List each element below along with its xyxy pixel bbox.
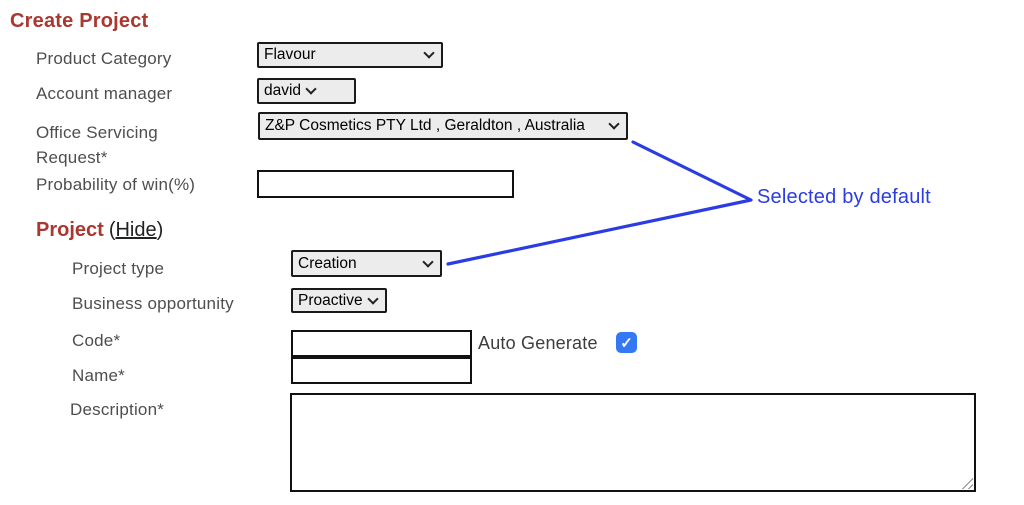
hide-toggle[interactable]: (Hide) [108, 219, 164, 241]
chevron-down-icon [366, 292, 379, 305]
product-category-value: Flavour [264, 46, 316, 63]
project-type-value: Creation [298, 254, 357, 272]
probability-of-win-input[interactable] [257, 170, 514, 198]
business-opportunity-select[interactable]: Proactive [291, 288, 387, 313]
code-input[interactable] [291, 330, 472, 357]
office-servicing-request-label: Office Servicing Request* [36, 123, 158, 167]
product-category-select[interactable]: Flavour [257, 42, 443, 68]
account-manager-value: david [264, 82, 302, 99]
account-manager-label: Account manager [36, 84, 173, 103]
chevron-down-icon [305, 83, 317, 95]
project-type-select[interactable]: Creation [291, 250, 442, 277]
probability-of-win-label: Probability of win(%) [36, 175, 196, 194]
auto-generate-label: Auto Generate [478, 333, 598, 353]
name-input[interactable] [291, 357, 472, 384]
description-textarea[interactable] [290, 393, 976, 492]
project-section-title: Project [36, 219, 104, 241]
description-label: Description* [70, 400, 165, 419]
account-manager-select[interactable]: david [257, 78, 356, 104]
checkmark-icon: ✓ [620, 334, 633, 352]
office-servicing-request-select[interactable]: Z&P Cosmetics PTY Ltd , Geraldton , Aust… [258, 112, 628, 140]
chevron-down-icon [423, 47, 435, 59]
name-label: Name* [72, 366, 125, 385]
code-label: Code* [72, 331, 121, 350]
annotation-note: Selected by default [757, 186, 931, 208]
project-section-heading: Project(Hide) [36, 219, 163, 242]
chevron-down-icon [422, 255, 434, 268]
business-opportunity-label: Business opportunity [72, 294, 234, 313]
auto-generate-checkbox[interactable]: ✓ [616, 332, 637, 353]
chevron-down-icon [608, 118, 620, 130]
project-type-label: Project type [72, 259, 165, 278]
office-servicing-request-value: Z&P Cosmetics PTY Ltd , Geraldton , Aust… [265, 117, 585, 134]
page-title: Create Project [10, 10, 149, 32]
product-category-label: Product Category [36, 49, 172, 68]
hide-link: Hide [115, 219, 157, 241]
business-opportunity-value: Proactive [298, 291, 363, 309]
